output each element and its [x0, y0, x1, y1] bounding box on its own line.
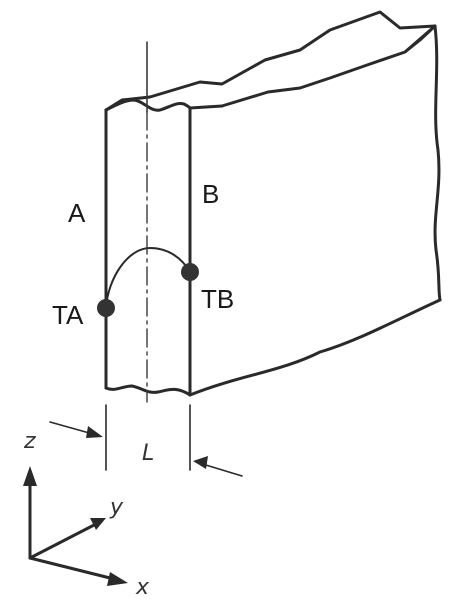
temperature-profile-curve: [105, 247, 191, 309]
axis-label-z: z: [23, 429, 36, 454]
right-broken-edge: [433, 24, 442, 302]
label-wall-b: B: [202, 179, 219, 209]
label-wall-a: A: [68, 198, 86, 228]
z-arrowhead-icon: [23, 466, 37, 486]
axis-label-y: y: [109, 495, 124, 520]
slab-outline: [104, 10, 442, 397]
top-broken-edge: [104, 98, 224, 112]
top-face-inner: [220, 24, 437, 108]
y-arrowhead-icon: [90, 518, 106, 530]
temp-point-a: [97, 299, 115, 317]
axis-label-x: x: [135, 575, 150, 600]
y-axis: [28, 522, 98, 560]
x-arrowhead-icon: [107, 572, 128, 586]
top-face-edge: [104, 10, 437, 112]
label-temp-a: TA: [52, 300, 84, 330]
label-temp-b: TB: [201, 284, 234, 314]
bottom-face-edge: [188, 298, 442, 397]
arrowhead-right: [193, 456, 208, 469]
x-axis: [28, 556, 120, 582]
coordinate-axes: [28, 478, 120, 582]
temp-point-b: [181, 263, 199, 281]
bottom-broken-edge: [104, 384, 192, 397]
label-thickness: L: [142, 441, 154, 466]
arrowhead-left: [86, 426, 103, 438]
